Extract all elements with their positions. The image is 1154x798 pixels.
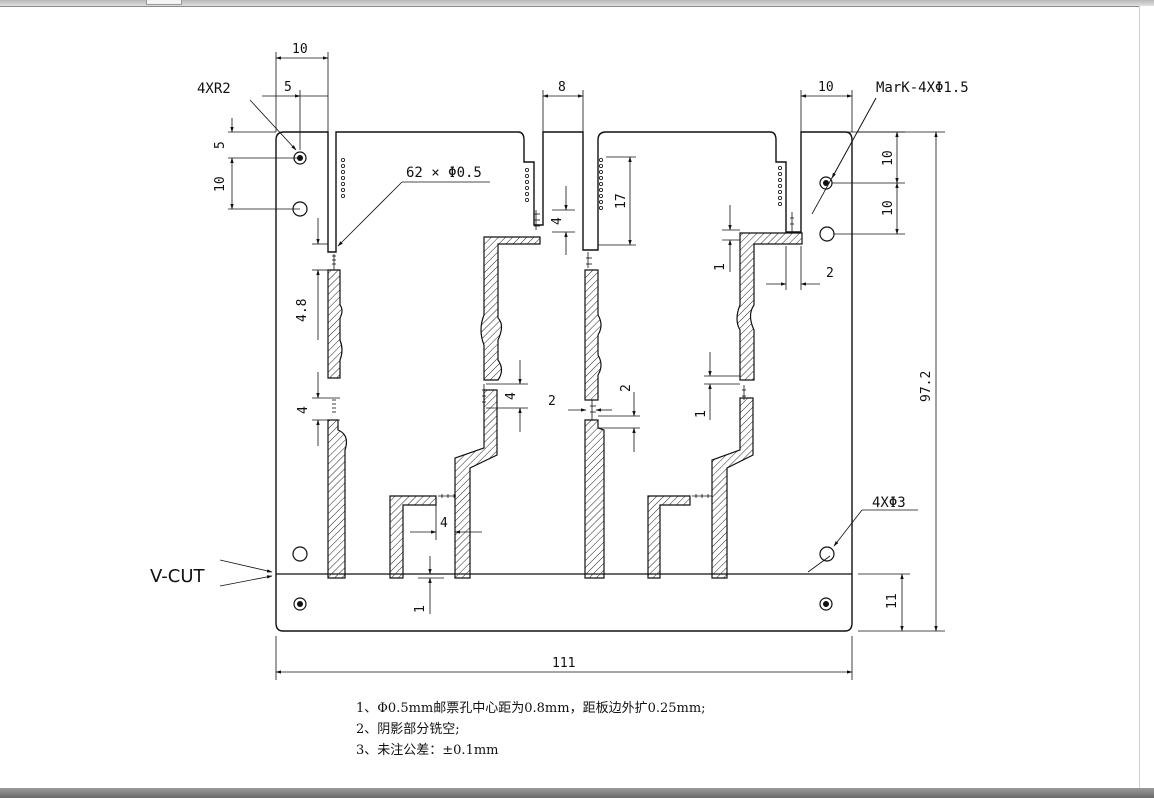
note-3: 3、未注公差：±0.1mm [356,743,499,758]
vertical-scrollbar[interactable] [1139,6,1154,788]
board-outline [275,131,853,632]
milled-slots [327,232,803,579]
dim-4-bottom: 4 [440,516,448,531]
dim-r10a: 10 [881,150,896,166]
dim-top-10: 10 [292,42,308,57]
dim-4-8: 4.8 [295,299,310,322]
dim-1-bottom: 1 [413,605,428,613]
note-1: 1、Φ0.5mm邮票孔中心距为0.8mm，距板边外扩0.25mm; [356,701,706,716]
dim-holes: 62 × Φ0.5 [406,165,482,181]
dimension-lines [219,52,945,680]
dim-mark: MarK-4XΦ1.5 [876,80,969,96]
dim-4-mid: 4 [504,392,519,400]
dim-2-mid-v: 2 [619,384,634,392]
window-bottom-bar [0,788,1154,798]
dim-1-right: 1 [713,263,728,271]
v-cut-label: V-CUT [150,566,205,587]
stamp-holes [340,157,783,210]
stamp-hole-ticks [332,210,794,498]
dim-111: 111 [552,656,575,671]
drawing-notes: 1、Φ0.5mm邮票孔中心距为0.8mm，距板边外扩0.25mm; 2、阴影部分… [356,698,706,761]
note-2: 2、阴影部分铣空; [356,722,460,737]
dim-left-5: 5 [213,141,228,149]
window-tab[interactable] [146,0,182,5]
dim-4-left: 4 [296,406,311,414]
dim-2-right: 2 [826,266,834,281]
window-top-bar [0,0,1154,7]
dim-top-5: 5 [284,80,292,95]
dim-r10b: 10 [881,200,896,216]
dim-left-10: 10 [213,176,228,192]
dim-97-2: 97.2 [919,371,934,402]
dim-17: 17 [614,193,629,209]
dim-8: 8 [558,80,566,95]
dim-4xr2: 4XR2 [197,81,231,97]
dim-right-10: 10 [818,80,834,95]
dim-4xphi3: 4XΦ3 [872,495,906,511]
dim-1-midright: 1 [694,410,709,418]
dim-11: 11 [885,593,900,609]
dim-2-mid: 2 [548,394,556,409]
dim-4-top: 4 [550,217,565,225]
